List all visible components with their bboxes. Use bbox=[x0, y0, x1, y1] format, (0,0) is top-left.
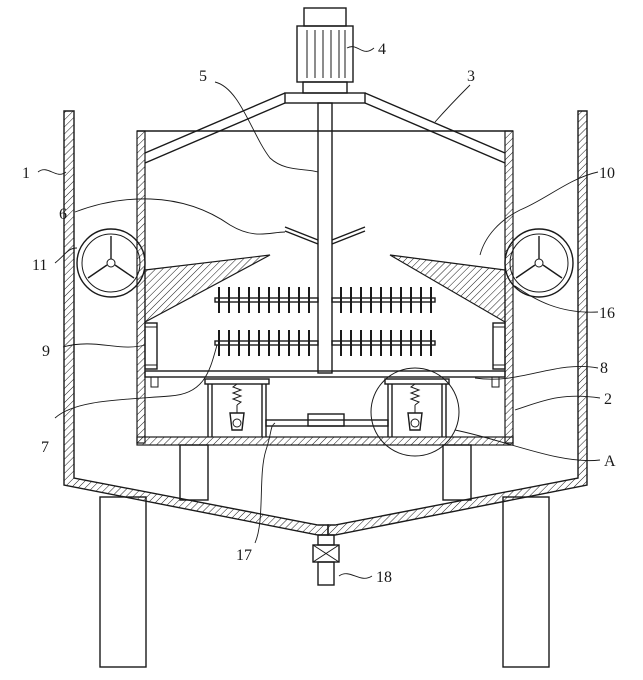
label-6: 6 bbox=[59, 206, 67, 223]
label-10: 10 bbox=[599, 165, 615, 182]
leader-lines bbox=[37, 46, 601, 579]
reference-numerals: 1 2 3 4 5 6 7 8 9 10 11 16 17 18 A bbox=[22, 41, 616, 586]
label-1: 1 bbox=[22, 165, 30, 182]
vibration-frames bbox=[204, 367, 460, 457]
stirring-rods bbox=[214, 287, 436, 356]
label-18: 18 bbox=[376, 569, 392, 586]
label-A: A bbox=[604, 453, 616, 470]
label-7: 7 bbox=[41, 439, 49, 456]
drive-shaft bbox=[317, 102, 333, 374]
label-2: 2 bbox=[604, 391, 612, 408]
guide-funnels bbox=[144, 254, 506, 324]
label-8: 8 bbox=[600, 360, 608, 377]
label-9: 9 bbox=[42, 343, 50, 360]
label-3: 3 bbox=[467, 68, 475, 85]
motor bbox=[296, 7, 354, 94]
support-legs bbox=[99, 444, 550, 668]
label-11: 11 bbox=[32, 257, 47, 274]
label-17: 17 bbox=[236, 547, 252, 564]
label-5: 5 bbox=[199, 68, 207, 85]
label-16: 16 bbox=[599, 305, 615, 322]
side-brackets bbox=[144, 322, 506, 370]
side-fans bbox=[76, 228, 574, 298]
drain-valve bbox=[312, 534, 340, 586]
label-4: 4 bbox=[378, 41, 386, 58]
connecting-rod bbox=[265, 413, 389, 427]
screen-plate bbox=[144, 370, 506, 388]
deflector-plate bbox=[284, 226, 366, 245]
